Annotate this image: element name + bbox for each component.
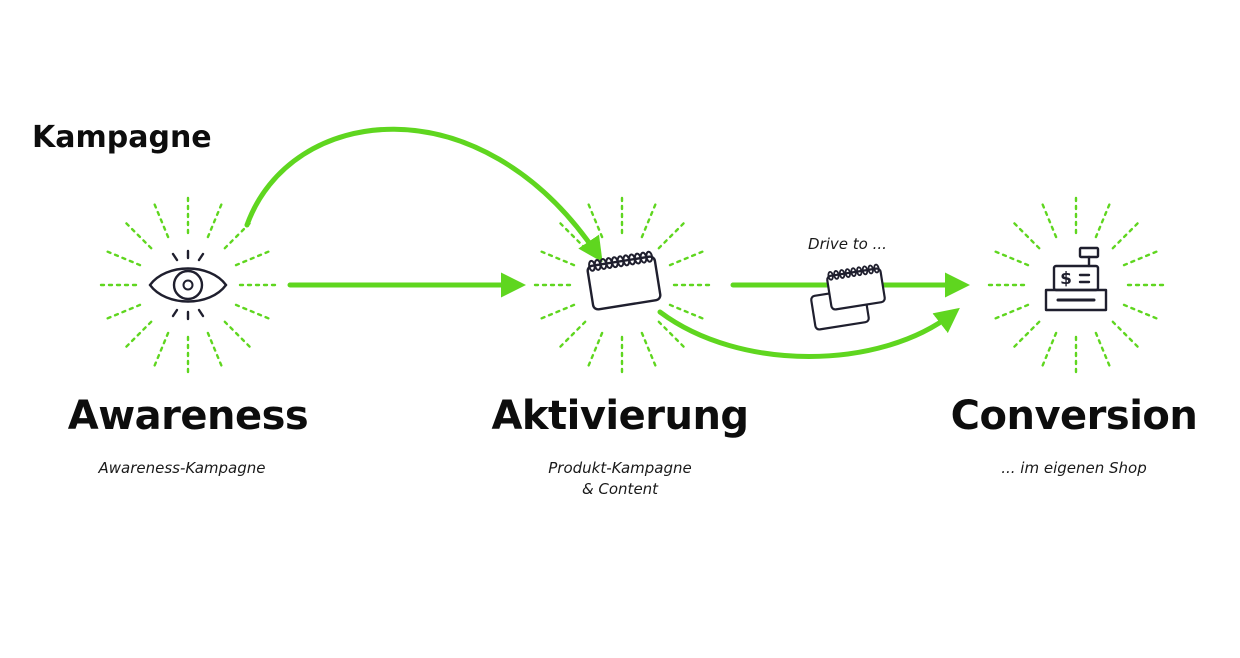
burst-ray — [539, 250, 576, 267]
stage-subtitle-line: Produkt-Kampagne — [548, 459, 692, 477]
burst-awareness — [98, 195, 278, 375]
burst-ray — [1041, 331, 1058, 368]
stage-subtitle-line: ... im eigenen Shop — [1001, 459, 1147, 477]
burst-conversion — [986, 195, 1166, 375]
burst-ray — [657, 221, 686, 250]
burst-ray — [558, 320, 587, 349]
burst-ray — [105, 303, 142, 320]
burst-ray — [153, 202, 170, 239]
calendar-ring — [867, 264, 874, 275]
calendar-ring — [861, 265, 869, 276]
stage-title-conversion: Conversion — [950, 393, 1198, 439]
stage-subtitle-line: & Content — [581, 480, 659, 498]
burst-ray — [1041, 202, 1058, 239]
burst-ray — [1012, 320, 1041, 349]
calendar-small-front-icon — [826, 263, 886, 311]
stage-subtitle-line: Awareness-Kampagne — [98, 459, 266, 477]
burst-ray — [640, 202, 657, 239]
calendar-ring — [645, 250, 654, 263]
calendar-icon — [586, 250, 662, 311]
burst-ray — [539, 303, 576, 320]
stage-subtitle-conversion: ... im eigenen Shop — [924, 458, 1224, 479]
arrow-aktivierung-to-conversion-curve — [657, 307, 960, 359]
burst-ray — [124, 320, 153, 349]
burst-ray — [993, 303, 1030, 320]
burst-ray — [1111, 320, 1140, 349]
burst-ray — [587, 331, 604, 368]
dollar-sign: $ — [1060, 269, 1072, 289]
burst-ray — [206, 202, 223, 239]
burst-ray — [223, 320, 252, 349]
burst-ray — [657, 320, 686, 349]
burst-ray — [206, 331, 223, 368]
burst-ray — [1012, 221, 1041, 250]
burst-ray — [153, 331, 170, 368]
stage-subtitle-aktivierung: Produkt-Kampagne & Content — [470, 458, 770, 500]
burst-ray — [223, 221, 252, 250]
burst-ray — [1111, 221, 1140, 250]
burst-ray — [234, 303, 271, 320]
burst-ray — [668, 250, 705, 267]
burst-ray — [105, 250, 142, 267]
burst-ray — [640, 331, 657, 368]
stage-title-aktivierung: Aktivierung — [491, 393, 749, 439]
burst-ray — [234, 250, 271, 267]
calendar-ring — [844, 268, 851, 278]
burst-ray — [1122, 303, 1159, 320]
calendar-ring — [873, 263, 880, 274]
campaign-title: Kampagne — [32, 120, 212, 155]
cash-register-icon: $ — [1044, 246, 1108, 312]
calendar-ring — [838, 269, 846, 279]
burst-ray — [668, 303, 705, 320]
calendar-ring — [833, 270, 840, 280]
calendar-ring — [827, 270, 834, 281]
burst-ray — [993, 250, 1030, 267]
burst-ray — [1094, 202, 1111, 239]
burst-aktivierung — [532, 195, 712, 375]
burst-ray — [1094, 331, 1111, 368]
calendar-ring — [856, 266, 863, 277]
drive-to-label: Drive to ... — [808, 235, 887, 253]
burst-ray — [558, 221, 587, 250]
stage-title-awareness: Awareness — [67, 393, 309, 439]
burst-ray — [1122, 250, 1159, 267]
burst-ray — [124, 221, 153, 250]
arrow-awareness-to-aktivierung-arc — [244, 126, 603, 263]
eye-icon — [148, 249, 228, 321]
burst-ray — [587, 202, 604, 239]
stage-subtitle-awareness: Awareness-Kampagne — [32, 458, 332, 479]
calendar-ring — [850, 267, 857, 278]
